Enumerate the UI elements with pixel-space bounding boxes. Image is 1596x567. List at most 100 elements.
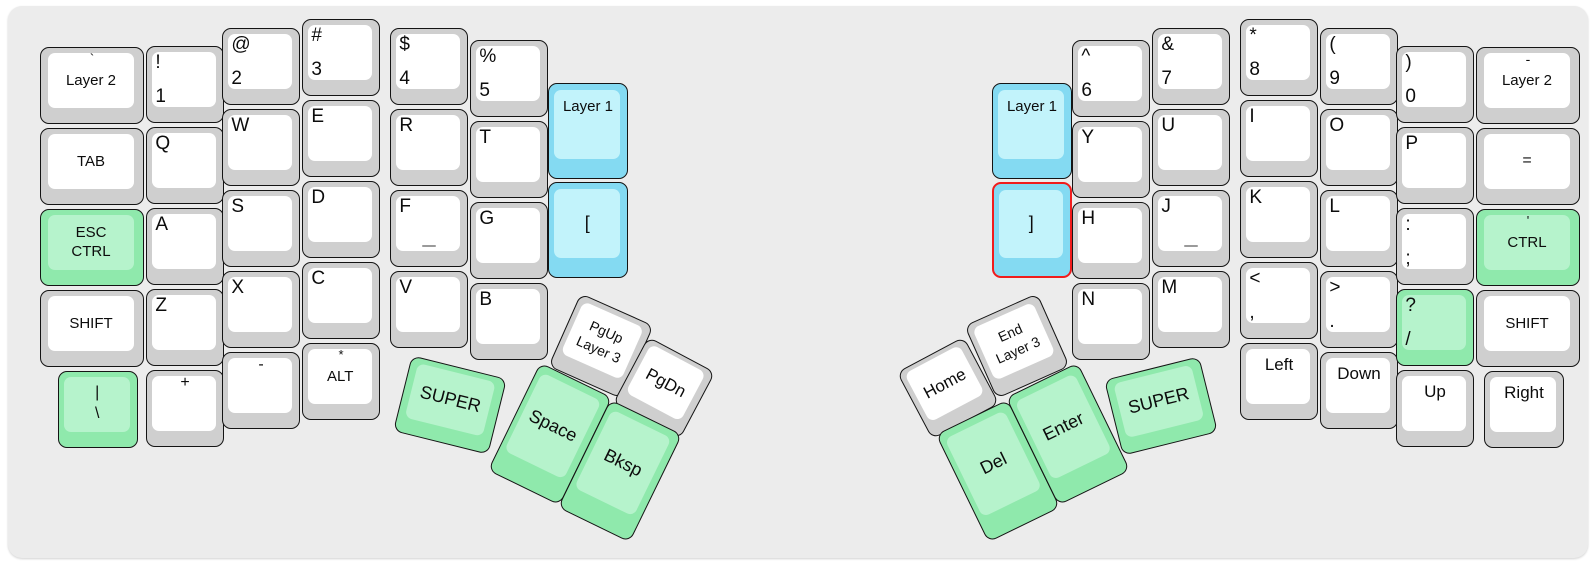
key-up[interactable]: Up	[1396, 370, 1474, 447]
key-r[interactable]: R	[390, 109, 468, 186]
key-label: %	[479, 45, 497, 67]
key-label: F	[399, 195, 411, 217]
key-super-right[interactable]: SUPER	[1104, 356, 1218, 456]
key-label: '	[1526, 213, 1530, 228]
key-label: L	[1329, 195, 1340, 217]
key-label: TAB	[76, 152, 106, 170]
key-layer1-left[interactable]: Layer 1	[548, 83, 628, 179]
key-equals[interactable]: =	[1476, 128, 1580, 205]
key-o[interactable]: O	[1320, 109, 1398, 186]
key-label: Up	[1424, 382, 1446, 402]
keycap-top	[554, 89, 620, 160]
keycap-top	[1246, 348, 1311, 404]
key-8[interactable]: *8	[1240, 19, 1318, 96]
key-label: B	[479, 288, 493, 310]
key-label: Home	[920, 364, 970, 403]
key-z[interactable]: Z	[146, 289, 224, 366]
key-label: <	[1249, 267, 1261, 289]
key-u[interactable]: U	[1152, 109, 1230, 186]
key-2[interactable]: @2	[222, 28, 300, 105]
key-4[interactable]: $4	[390, 28, 468, 105]
key-layer1-right[interactable]: Layer 1	[992, 83, 1072, 179]
key-y[interactable]: Y	[1072, 121, 1150, 198]
key-label: ^	[1081, 45, 1091, 67]
key-5[interactable]: %5	[470, 40, 548, 117]
key-s[interactable]: S	[222, 190, 300, 267]
key-alt[interactable]: *ALT	[302, 343, 380, 420]
key-left[interactable]: Left	[1240, 343, 1318, 420]
key-p[interactable]: P	[1396, 127, 1474, 204]
key-super-left[interactable]: SUPER	[393, 355, 507, 455]
key-lbracket[interactable]: [	[548, 182, 628, 278]
key-label: Down	[1337, 364, 1381, 384]
key-v[interactable]: V	[390, 271, 468, 348]
keycap-top	[228, 276, 293, 332]
key-comma[interactable]: <,	[1240, 262, 1318, 339]
keycap-top	[1078, 45, 1143, 101]
keycap-top	[998, 89, 1064, 160]
key-down[interactable]: Down	[1320, 352, 1398, 429]
key-w[interactable]: W	[222, 109, 300, 186]
key-label: ?	[1405, 294, 1416, 316]
key-6[interactable]: ^6	[1072, 40, 1150, 117]
key-i[interactable]: I	[1240, 100, 1318, 177]
key-label: *	[338, 347, 344, 362]
key-x[interactable]: X	[222, 271, 300, 348]
key-label: T	[479, 126, 491, 148]
key-semicolon[interactable]: :;	[1396, 208, 1474, 285]
key-right[interactable]: Right	[1484, 371, 1564, 448]
key-m[interactable]: M	[1152, 271, 1230, 348]
keycap-top	[308, 267, 373, 323]
key-rbracket[interactable]: ]	[992, 182, 1072, 278]
key-1[interactable]: !1	[146, 46, 224, 123]
key-n[interactable]: N	[1072, 283, 1150, 360]
key-l[interactable]: L	[1320, 190, 1398, 267]
key-t[interactable]: T	[470, 121, 548, 198]
keycap-top	[48, 52, 134, 108]
key-label: Layer 2	[1501, 71, 1552, 89]
key-label: #	[311, 24, 322, 46]
key-h[interactable]: H	[1072, 202, 1150, 279]
key-0[interactable]: )0	[1396, 46, 1474, 123]
key-minus-layer2[interactable]: -Layer 2	[1476, 47, 1580, 124]
key-b[interactable]: B	[470, 283, 548, 360]
keycap-top	[1484, 214, 1570, 270]
key-g[interactable]: G	[470, 202, 548, 279]
key-j[interactable]: J	[1152, 190, 1230, 267]
key-label: SUPER	[1126, 383, 1192, 418]
key-d[interactable]: D	[302, 181, 380, 258]
keycap-top	[228, 357, 293, 413]
key-pipe-backslash[interactable]: |\	[58, 371, 138, 448]
key-label: $	[399, 33, 410, 55]
keycap-top	[1490, 376, 1556, 432]
keycap-top	[308, 348, 373, 404]
key-label: 3	[311, 59, 322, 80]
key-label: ;	[1405, 248, 1411, 269]
key-3[interactable]: #3	[302, 19, 380, 96]
key-label: 7	[1161, 68, 1172, 89]
key-9[interactable]: (9	[1320, 28, 1398, 105]
key-7[interactable]: &7	[1152, 28, 1230, 105]
key-label: 5	[479, 80, 490, 101]
key-label: SUPER	[418, 381, 484, 417]
key-plus[interactable]: +	[146, 370, 224, 447]
key-shift-right[interactable]: SHIFT	[1476, 290, 1580, 367]
key-period[interactable]: >.	[1320, 271, 1398, 348]
key-f[interactable]: F	[390, 190, 468, 267]
key-tab[interactable]: TAB	[40, 128, 144, 205]
key-k[interactable]: K	[1240, 181, 1318, 258]
key-label: X	[231, 276, 245, 298]
key-q[interactable]: Q	[146, 127, 224, 204]
key-backtick-layer2[interactable]: `Layer 2	[40, 47, 144, 124]
key-minus[interactable]: -	[222, 352, 300, 429]
key-a[interactable]: A	[146, 208, 224, 285]
key-c[interactable]: C	[302, 262, 380, 339]
key-e[interactable]: E	[302, 100, 380, 177]
keycap-top	[1158, 195, 1223, 251]
key-shift-left[interactable]: SHIFT	[40, 290, 144, 367]
key-quote-ctrl[interactable]: ' CTRL	[1476, 209, 1580, 286]
key-slash[interactable]: ?/	[1396, 289, 1474, 366]
key-label: CTRL	[1507, 233, 1547, 251]
